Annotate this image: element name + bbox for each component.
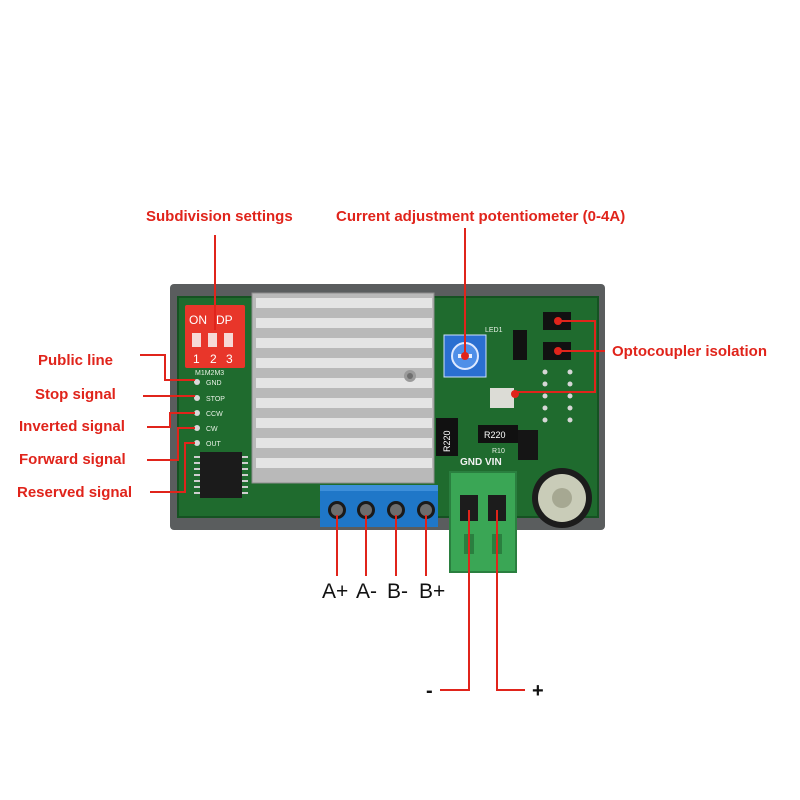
power-plus-label: + [532, 680, 544, 702]
label-inverted-signal: Inverted signal [19, 418, 125, 435]
led-label: LED1 [485, 327, 503, 334]
dip-switch[interactable]: ON DP 1 2 3 [185, 305, 245, 368]
label-reserved-signal: Reserved signal [17, 484, 133, 501]
gnd-vin-label: GND VIN [460, 457, 502, 468]
resistor-horizontal [478, 425, 518, 443]
resistor-vertical [436, 418, 458, 456]
small-components [490, 330, 573, 460]
power-minus-label: - [426, 680, 433, 702]
label-public-line: Public line [38, 352, 114, 369]
ic-chip [194, 452, 248, 498]
dip-num-2: 2 [210, 352, 217, 366]
heatsink [251, 292, 435, 484]
label-current-potentiometer: Current adjustment potentiometer (0-4A) [336, 208, 626, 225]
signal-pins: GND STOP CCW CW OUT [194, 379, 225, 448]
pin-stop: STOP [206, 396, 225, 403]
dip-on-label: ON [189, 313, 207, 327]
label-optocoupler-isolation: Optocoupler isolation [612, 343, 768, 360]
label-forward-signal: Forward signal [19, 451, 126, 468]
terminal-b-minus: B- [387, 580, 408, 603]
motor-terminal-block[interactable] [320, 485, 438, 527]
pin-gnd: GND [206, 380, 222, 387]
terminal-a-minus: A- [356, 580, 377, 603]
label-stop-signal: Stop signal [35, 386, 116, 403]
pin-cw: CW [206, 426, 218, 433]
capacitor [532, 468, 592, 528]
pin-out: OUT [206, 441, 222, 448]
dip-sub-label: M1M2M3 [195, 370, 224, 377]
terminal-a-plus: A+ [322, 580, 349, 603]
pin-ccw: CCW [206, 411, 223, 418]
label-subdivision-settings: Subdivision settings [146, 208, 293, 225]
dip-num-1: 1 [193, 352, 200, 366]
r10-label: R10 [492, 448, 505, 455]
resistor-horizontal-label: R220 [484, 430, 506, 440]
resistor-vertical-label: R220 [442, 430, 452, 452]
dip-num-3: 3 [226, 352, 233, 366]
terminal-b-plus: B+ [419, 580, 446, 603]
dip-dp-label: DP [216, 313, 233, 327]
